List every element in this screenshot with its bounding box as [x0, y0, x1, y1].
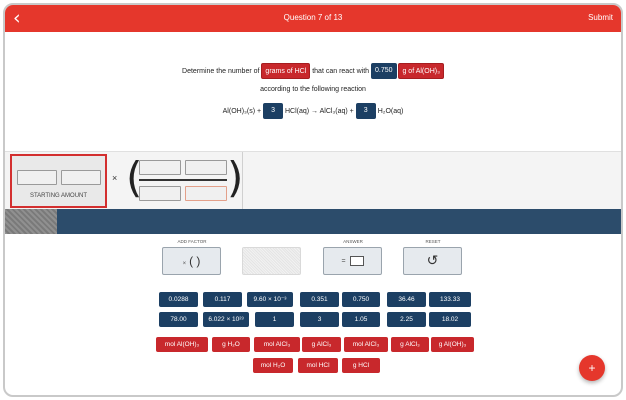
unit-tile[interactable]: g HCl [342, 358, 380, 373]
reset-undo-icon: ↺ [426, 253, 439, 269]
coefficient-hcl: 3 [263, 103, 284, 120]
prompt-text-mid: that can react with [312, 68, 370, 75]
value-tile[interactable]: 0.0288 [159, 292, 198, 307]
dimensional-analysis-workspace: STARTING AMOUNT × ( ) [5, 151, 621, 210]
app-frame: ‹ Question 7 of 13 Submit Determine the … [3, 3, 623, 397]
factor-numerator-unit-slot[interactable] [185, 160, 227, 175]
value-tile[interactable]: 2.25 [387, 312, 426, 327]
reactant-2-and-product-1: HCl(aq) → AlCl₃(aq) + [284, 108, 354, 115]
fraction-bar [139, 179, 227, 181]
value-tile[interactable]: 36.46 [387, 292, 426, 307]
answer-box-icon [349, 256, 364, 266]
value-tile[interactable]: 78.00 [159, 312, 198, 327]
add-factor-paren-icon: ( ) [189, 254, 201, 268]
coefficient-h2o: 3 [355, 103, 376, 120]
top-bar: ‹ Question 7 of 13 Submit [5, 5, 621, 32]
value-tile[interactable]: 0.117 [203, 292, 242, 307]
unit-tile[interactable]: mol H₂O [253, 358, 293, 373]
workspace-divider [242, 152, 243, 210]
prompt-text-before: Determine the number of [182, 68, 260, 75]
given-unit-chip: g of Al(OH)₃ [398, 63, 444, 80]
question-prompt: Determine the number of grams of HCl tha… [5, 63, 621, 121]
reset-button[interactable]: ↺ [403, 247, 462, 275]
starting-amount-box[interactable]: STARTING AMOUNT [10, 154, 107, 208]
unit-tile[interactable]: g Al(OH)₃ [431, 337, 474, 352]
starting-value-slot[interactable] [17, 170, 57, 185]
band-hatch [5, 209, 57, 234]
unit-tile[interactable]: mol HCl [298, 358, 338, 373]
starting-amount-label: STARTING AMOUNT [29, 193, 88, 199]
answer-label: ANSWER [343, 239, 363, 244]
value-tile[interactable]: 18.02 [429, 312, 471, 327]
value-tile[interactable]: 3 [300, 312, 339, 327]
product-2: H₂O(aq) [377, 108, 404, 115]
add-factor-button[interactable]: ×( ) [162, 247, 221, 275]
value-tile[interactable]: 0.750 [342, 292, 380, 307]
add-factor-label: ADD FACTOR [177, 239, 207, 244]
reactant-1: Al(OH)₃(s) + [222, 108, 262, 115]
target-unit-chip: grams of HCl [261, 63, 311, 80]
workspace-scroll-band [5, 209, 621, 234]
value-tile[interactable]: 6.022 × 10²³ [203, 312, 249, 327]
unit-tile[interactable]: mol AlCl₃ [254, 337, 300, 352]
left-paren-icon: ( [126, 153, 143, 202]
question-progress-title: Question 7 of 13 [283, 13, 343, 22]
value-tile[interactable]: 1 [255, 312, 294, 327]
question-line-2: according to the following reaction [260, 86, 366, 93]
answer-equals: = [341, 257, 346, 265]
unit-tile[interactable]: g AlCl₃ [391, 337, 429, 352]
value-tile[interactable]: 0.351 [300, 292, 339, 307]
question-line-1: Determine the number of grams of HCl tha… [5, 63, 621, 81]
given-value-chip: 0.750 [370, 63, 397, 80]
unit-tile[interactable]: g H₂O [212, 337, 250, 352]
factor-denominator-unit-slot[interactable] [185, 186, 227, 201]
starting-unit-slot[interactable] [61, 170, 101, 185]
back-chevron-icon[interactable]: ‹ [13, 7, 21, 29]
answer-button[interactable]: = [323, 247, 382, 275]
right-paren-icon: ) [227, 153, 244, 202]
add-factor-times: × [182, 261, 187, 267]
reset-label: RESET [425, 239, 441, 244]
reaction-equation: Al(OH)₃(s) + 3 HCl(aq) → AlCl₃(aq) + 3 H… [5, 103, 621, 121]
unit-tile[interactable]: mol Al(OH)₃ [156, 337, 208, 352]
value-tile[interactable]: 1.05 [342, 312, 380, 327]
unit-tile[interactable]: g AlCl₃ [302, 337, 341, 352]
value-tile[interactable]: 9.60 × 10⁻³ [247, 292, 293, 307]
unit-tile[interactable]: mol AlCl₃ [344, 337, 388, 352]
multiply-sign: × [112, 173, 118, 183]
factor-denominator-value-slot[interactable] [139, 186, 181, 201]
value-tile[interactable]: 133.33 [429, 292, 471, 307]
submit-button[interactable]: Submit [588, 13, 613, 22]
factor-numerator-value-slot[interactable] [139, 160, 181, 175]
add-fab-button[interactable]: + [579, 355, 605, 381]
disabled-placeholder-button [242, 247, 301, 275]
